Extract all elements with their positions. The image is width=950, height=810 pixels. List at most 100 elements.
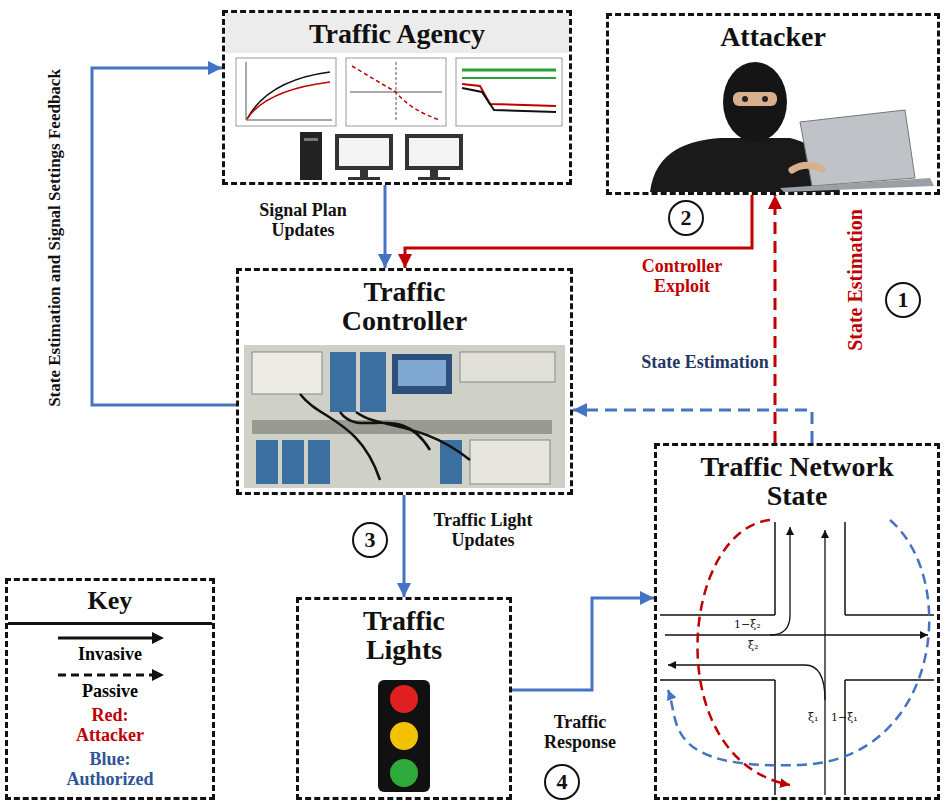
- flow-share-label: 1−ξ₂: [734, 619, 761, 631]
- agency-header-band-part: [225, 13, 569, 53]
- edge-label: Controller Exploit: [612, 256, 752, 296]
- connector-arrow: [573, 410, 812, 443]
- callout-number: 1: [885, 282, 921, 318]
- chart-thumbnails-part: [462, 69, 556, 72]
- chart-thumbnails-part: [352, 66, 440, 120]
- legend-line-sample: [50, 631, 170, 645]
- computer-workstation-part: [360, 170, 368, 177]
- computer-workstation-part: [418, 177, 450, 180]
- traffic-light-icon-part: [390, 722, 418, 750]
- chart-thumbnails-part: [462, 88, 556, 112]
- agency-header-band: [225, 13, 569, 53]
- turning-flow-arrows-part: [770, 527, 790, 635]
- computer-workstation-part: [335, 134, 393, 170]
- attacker-box: Attacker: [606, 13, 940, 195]
- chart-thumbnails-part: [236, 58, 336, 126]
- computer-workstation-part: [430, 170, 438, 177]
- legend-text: Red: Attacker: [76, 705, 144, 745]
- callout-number: 3: [352, 522, 388, 558]
- chart-thumbnails-part: [462, 77, 556, 79]
- hacker-figure-part: [733, 92, 777, 106]
- connector-arrow: [92, 68, 236, 405]
- edge-label: State Estimation: [844, 180, 866, 380]
- legend-title: Key: [8, 581, 212, 625]
- intersection-roads-part: [845, 614, 934, 616]
- sensing-curves-part: [698, 520, 791, 785]
- chart-thumbnails-part: [462, 84, 556, 106]
- traffic-light-icon-part: [378, 680, 430, 792]
- legend-text: Invasive: [78, 645, 142, 665]
- node-title: Traffic Lights: [329, 600, 479, 665]
- edge-label: Traffic Light Updates: [418, 510, 548, 550]
- computer-workstation-part: [339, 138, 389, 166]
- computer-workstation-part: [348, 177, 380, 180]
- intersection-roads-part: [660, 614, 775, 616]
- edge-label: Signal Plan Updates: [228, 200, 378, 240]
- connector-arrow: [512, 598, 654, 690]
- controller-box: Traffic Controller: [236, 268, 573, 495]
- intersection-roads-part: [845, 679, 934, 681]
- legend-rows: InvasivePassiveRed: AttackerBlue: Author…: [8, 625, 212, 794]
- chart-thumbnails-part: [246, 120, 332, 121]
- edge-label: Traffic Response: [520, 712, 640, 752]
- network-state-box: Traffic Network State: [654, 443, 940, 800]
- edge-label: State Estimation and Signal Settings Fee…: [45, 66, 64, 411]
- legend-line-sample: [50, 668, 170, 682]
- computer-workstation-part: [409, 138, 459, 166]
- hacker-figure-part: [723, 62, 787, 142]
- agency-box: Traffic Agency: [222, 10, 572, 185]
- controller-cabinet-photo-part: [360, 352, 386, 412]
- controller-cabinet-photo-part: [330, 352, 356, 412]
- traffic-lights-box: Traffic Lights: [296, 597, 512, 800]
- traffic-light-icon: [378, 680, 430, 792]
- controller-cabinet-photo-part: [308, 440, 330, 484]
- hacker-figure-part: [742, 96, 748, 102]
- computer-workstation-part: [300, 132, 322, 180]
- controller-cabinet-photo-part: [398, 360, 446, 386]
- traffic-light-icon-part: [390, 685, 418, 713]
- intersection-roads-part: [844, 522, 846, 615]
- controller-cabinet-photo-part: [252, 352, 322, 394]
- connector-arrow: [384, 185, 387, 268]
- flow-share-label: ξ₂: [748, 640, 758, 652]
- sensing-curves: [668, 520, 929, 785]
- controller-cabinet-photo-part: [282, 440, 304, 484]
- connector-arrow: [403, 495, 406, 597]
- legend-arrowhead: [152, 632, 164, 644]
- turning-flow-arrows-part: [668, 665, 825, 700]
- controller-cabinet-photo-part: [300, 394, 470, 480]
- laptop-part: [792, 165, 822, 170]
- intersection-roads-part: [844, 680, 846, 795]
- node-title: Traffic Controller: [315, 271, 495, 336]
- callout-number: 4: [544, 764, 580, 800]
- legend-box: KeyInvasivePassiveRed: AttackerBlue: Aut…: [5, 578, 215, 800]
- legend-arrowhead: [152, 669, 164, 681]
- intersection-roads-part: [660, 679, 775, 681]
- connector-arrow: [774, 195, 777, 443]
- legend-color-text: Blue: Authorized: [57, 750, 163, 790]
- chart-thumbnails-part: [346, 58, 446, 126]
- legend-line: [58, 674, 154, 677]
- flow-share-label: ξ₁: [808, 712, 818, 724]
- controller-cabinet-photo-part: [256, 440, 278, 484]
- chart-thumbnails-part: [246, 62, 247, 120]
- controller-cabinet-photo-part: [244, 345, 565, 488]
- legend-text: Blue: Authorized: [67, 749, 154, 789]
- node-title: Traffic Network State: [675, 446, 920, 511]
- computer-workstation: [300, 132, 463, 180]
- controller-cabinet-photo-part: [470, 440, 550, 484]
- callout-number: 2: [668, 200, 704, 236]
- intersection-roads-part: [774, 522, 776, 615]
- hacker-figure-part: [762, 96, 768, 102]
- flow-share-label: 1−ξ₁: [831, 712, 858, 724]
- chart-thumbnails-part: [247, 82, 330, 119]
- legend-color-text: Red: Attacker: [57, 706, 163, 746]
- computer-workstation-part: [304, 138, 318, 141]
- computer-workstation-part: [405, 134, 463, 170]
- legend-text: Passive: [82, 682, 138, 702]
- chart-thumbnails-part: [247, 72, 330, 119]
- laptop-part: [800, 110, 915, 186]
- chart-thumbnails-part: [456, 58, 562, 126]
- sensing-curves-part: [668, 520, 929, 765]
